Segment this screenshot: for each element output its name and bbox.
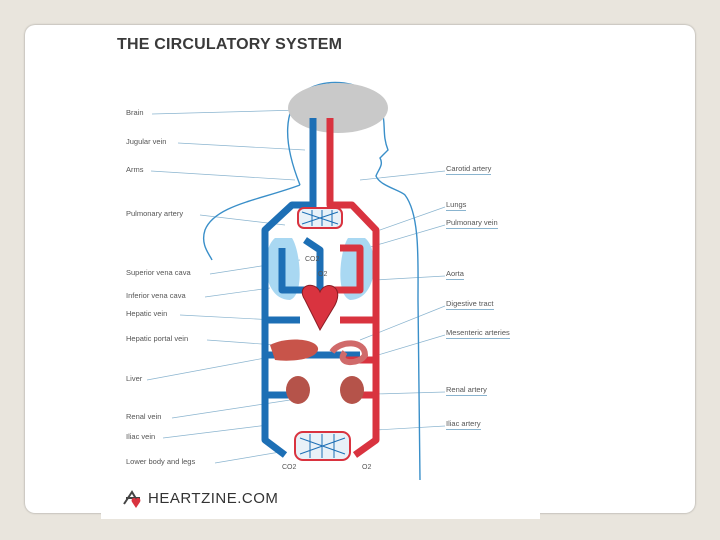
- label-liver: Liver: [126, 374, 143, 383]
- label-iliac-artery: Iliac artery: [446, 419, 481, 430]
- label-hepatic-portal-vein: Hepatic portal vein: [126, 334, 189, 343]
- heartzine-logo-icon: [123, 490, 141, 508]
- label-digestive-tract: Digestive tract: [446, 299, 494, 310]
- label-inferior-vena-cava: Inferior vena cava: [126, 291, 186, 300]
- label-renal-vein: Renal vein: [126, 412, 162, 421]
- brain-shape: [288, 83, 388, 133]
- diagram-title: THE CIRCULATORY SYSTEM: [117, 36, 343, 53]
- logo-text: HEARTZINE.COM: [148, 490, 279, 507]
- right-kidney-shape: [340, 376, 364, 404]
- label-renal-artery: Renal artery: [446, 385, 487, 396]
- heart-shape: [301, 284, 339, 332]
- label-body-o2: O2: [362, 464, 372, 471]
- label-pulmonary-vein: Pulmonary vein: [446, 218, 498, 229]
- label-iliac-vein: Iliac vein: [126, 432, 156, 441]
- label-aorta: Aorta: [446, 269, 464, 280]
- label-mesenteric-arteries: Mesenteric arteries: [446, 328, 510, 339]
- label-jugular-vein: Jugular vein: [126, 137, 167, 146]
- label-carotid-artery: Carotid artery: [446, 164, 492, 175]
- logo: HEARTZINE.COM: [148, 490, 278, 507]
- label-lung-co2: CO2: [305, 256, 320, 263]
- digestive-tract-shape: [329, 340, 369, 366]
- label-lung-o2: O2: [318, 271, 328, 278]
- liver-shape: [270, 339, 319, 361]
- label-pulmonary-artery: Pulmonary artery: [126, 209, 184, 218]
- label-superior-vena-cava: Superior vena cava: [126, 268, 191, 277]
- label-brain: Brain: [126, 108, 144, 117]
- label-lungs: Lungs: [446, 200, 467, 211]
- label-arms: Arms: [126, 165, 144, 174]
- left-kidney-shape: [286, 376, 310, 404]
- label-lower-body-and-legs: Lower body and legs: [126, 457, 196, 466]
- label-body-co2: CO2: [282, 464, 297, 471]
- label-hepatic-vein: Hepatic vein: [126, 309, 168, 318]
